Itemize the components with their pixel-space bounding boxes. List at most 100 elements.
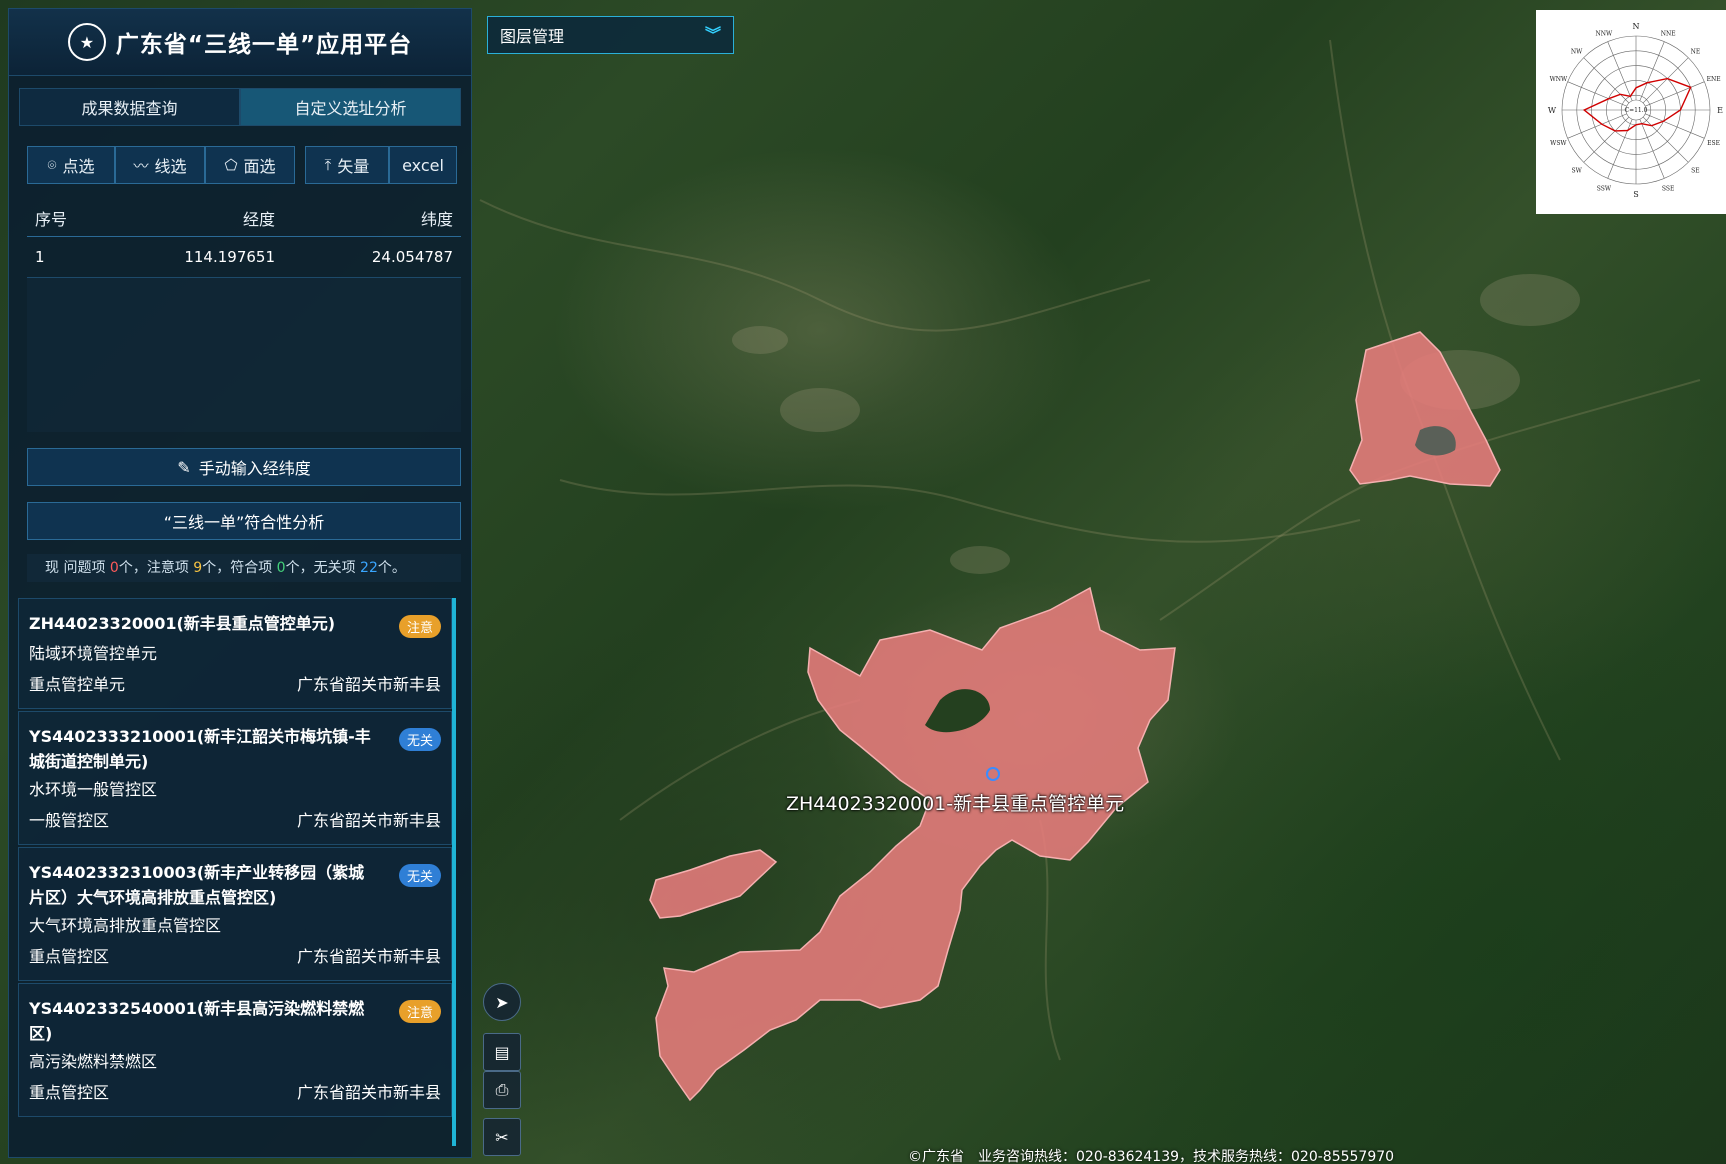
selected-point-marker[interactable] [986,767,1000,781]
rose-direction-label: ENE [1707,76,1721,83]
summary-text: 个，符合项 [202,560,277,576]
main-unit-polygon [655,586,1176,1102]
rose-direction-label: ESE [1707,140,1720,147]
unit-code: ZH44023320001(新丰县重点管控单元) [29,614,336,633]
unit-map-label: ZH44023320001-新丰县重点管控单元 [786,793,1125,815]
tab-site-analysis[interactable]: 自定义选址分析 [240,88,461,126]
unit-region: 广东省韶关市新丰县 [296,1083,441,1102]
excel-import-button[interactable]: excel [389,146,457,184]
line-select-label: 线选 [154,157,187,176]
rose-direction-label: S [1633,190,1638,199]
line-select-button[interactable]: 〰 线选 [115,146,205,184]
analysis-summary: 现 问题项 0个，注意项 9个，符合项 0个，无关项 22个。 [27,554,461,582]
town-shape [1415,426,1456,456]
compliant-count: 0 [276,560,286,576]
rose-direction-label: W [1548,106,1557,115]
rose-spoke [1607,41,1637,111]
rose-direction-label: SE [1691,167,1700,174]
summary-text: 个，注意项 [118,560,194,576]
unit-level: 重点管控单元 [29,675,126,694]
unit-code: YS4402332540001(新丰县高污染燃料禁燃区) [29,999,365,1043]
rose-direction-label: NW [1571,49,1583,56]
list-item[interactable]: ZH44023320001(新丰县重点管控单元) 注意 陆域环境管控单元 重点管… [18,598,452,709]
unit-category: 陆域环境管控单元 [29,644,158,663]
print-icon[interactable]: ⎙ [483,1071,521,1109]
excel-label: excel [402,155,444,175]
lake-shape [925,689,990,733]
layer-management-label: 图层管理 [500,27,565,46]
unit-category: 大气环境高排放重点管控区 [29,916,222,935]
unit-region: 广东省韶关市新丰县 [296,811,441,830]
rose-direction-label: SW [1571,167,1582,174]
point-select-label: 点选 [62,157,95,176]
rose-direction-label: E [1717,106,1723,115]
unit-level: 一般管控区 [29,811,110,830]
cell-longitude: 114.197651 [184,248,275,266]
list-item[interactable]: YS4402332540001(新丰县高污染燃料禁燃区) 注意 高污染燃料禁燃区… [18,983,452,1117]
tab-result-query[interactable]: 成果数据查询 [19,88,240,126]
selection-toolbar: ⌾ 点选 〰 线选 ⬠ 面选 ⤒ 矢量 excel [27,146,461,184]
cell-index: 1 [35,248,45,266]
map-footer: ©广东省 业务咨询热线：020-83624139，技术服务热线：020-8555… [908,1149,1395,1164]
rose-spoke [1567,81,1637,111]
rose-spoke [1635,109,1665,179]
rose-direction-label: N [1633,22,1640,31]
chevron-double-down-icon[interactable]: ︾ [704,25,721,44]
col-index-header: 序号 [35,210,68,229]
list-item[interactable]: YS4402333210001(新丰江韶关市梅坑镇-丰城街道控制单元) 无关 水… [18,711,452,845]
result-list[interactable]: ZH44023320001(新丰县重点管控单元) 注意 陆域环境管控单元 重点管… [18,598,456,1146]
rose-direction-label: WSW [1550,140,1567,147]
app-title: 广东省“三线一单”应用平台 [115,32,413,58]
summary-text: 个。 [377,560,406,576]
control-unit-polygons [649,331,1501,1102]
pencil-icon: ✎ [177,457,191,477]
rose-spoke [1583,57,1637,111]
vector-label: 矢量 [337,157,370,176]
rose-direction-label: SSE [1662,186,1675,193]
unit-code: YS4402332310003(新丰产业转移园（紫城片区）大气环境高排放重点管控… [29,863,365,907]
vector-upload-button[interactable]: ⤒ 矢量 [305,146,389,184]
west-unit-polygon [649,849,778,919]
area-select-button[interactable]: ⬠ 面选 [205,146,295,184]
summary-text: 个，无关项 [285,560,361,576]
rose-spoke [1635,41,1665,111]
status-badge: 注意 [398,1000,441,1023]
rose-spoke [1607,109,1637,179]
rose-spoke [1635,109,1705,139]
measure-icon[interactable]: ▤ [483,1033,521,1071]
unit-level: 重点管控区 [29,947,110,966]
upload-icon: ⤒ [324,156,332,174]
compass-icon[interactable]: ➤ [483,983,521,1021]
summary-text: 现 问题项 [45,560,110,576]
table-empty-area [27,278,461,432]
scissors-icon[interactable]: ✂ [483,1118,521,1156]
problem-count: 0 [109,560,119,576]
unit-code: YS4402333210001(新丰江韶关市梅坑镇-丰城街道控制单元) [29,727,371,771]
rose-series-line [1582,77,1692,132]
list-item[interactable]: YS4402332310003(新丰产业转移园（紫城片区）大气环境高排放重点管控… [18,847,452,981]
northeast-unit-polygon [1349,331,1501,487]
manual-input-button[interactable]: ✎ 手动输入经纬度 [27,448,461,486]
compliance-analysis-button[interactable]: “三线一单”符合性分析 [27,502,461,540]
status-badge: 无关 [398,864,441,887]
point-select-button[interactable]: ⌾ 点选 [27,146,115,184]
col-longitude-header: 经度 [242,210,275,229]
panel-header: ★ 广东省“三线一单”应用平台 [9,9,471,76]
national-emblem-icon: ★ [67,23,106,61]
polygon-icon: ⬠ [224,156,238,174]
unit-category: 水环境一般管控区 [29,780,158,799]
rose-direction-label: NNE [1661,30,1676,37]
rose-spoke [1635,57,1689,111]
status-badge: 无关 [398,728,441,751]
rose-direction-label: NE [1691,49,1701,56]
rose-direction-label: NNW [1596,30,1614,37]
col-latitude-header: 纬度 [420,210,453,229]
rose-spoke [1635,109,1689,163]
attention-count: 9 [193,560,203,576]
layer-management-dropdown[interactable]: 图层管理 ︾ [487,16,734,54]
table-row[interactable]: 1 114.197651 24.054787 [27,237,461,278]
irrelevant-count: 22 [360,560,378,576]
coordinates-table-header: 序号 经度 纬度 [27,200,461,237]
